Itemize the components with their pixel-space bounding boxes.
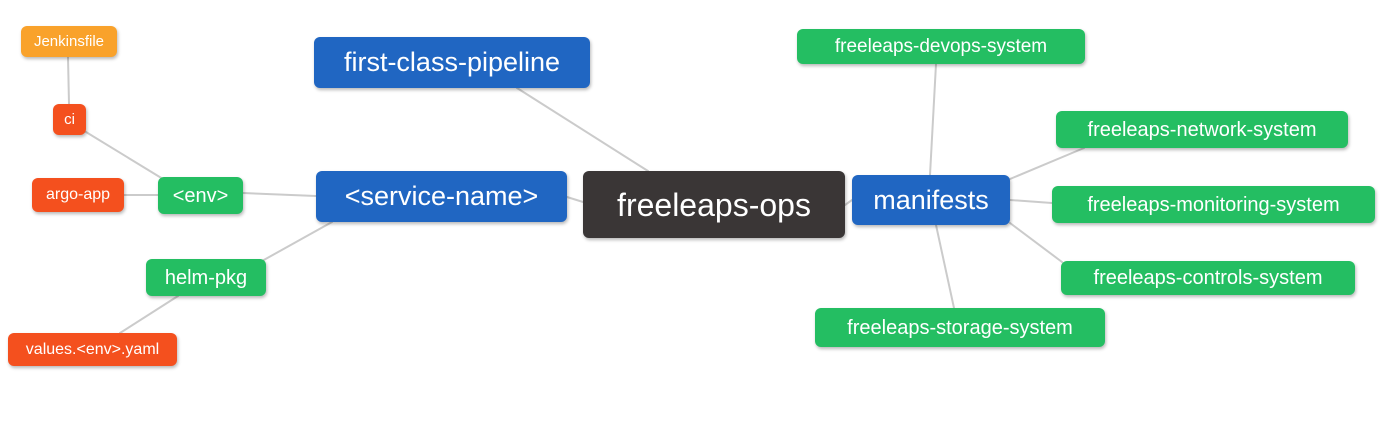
edge-jenkinsfile-ci bbox=[67, 56, 70, 105]
edge-manifests-monitoring bbox=[1009, 199, 1053, 204]
node-freeleaps-ops[interactable]: freeleaps-ops bbox=[583, 171, 845, 238]
edge-manifests-network bbox=[1009, 147, 1085, 180]
node-freeleaps-storage-system[interactable]: freeleaps-storage-system bbox=[815, 308, 1105, 347]
edge-service-name-ops bbox=[566, 196, 584, 203]
edge-fcp-freeleaps-ops bbox=[516, 87, 649, 172]
node-ci[interactable]: ci bbox=[53, 104, 86, 135]
node-env[interactable]: <env> bbox=[158, 177, 243, 214]
edge-ci-env bbox=[85, 131, 164, 180]
edge-env-service-name bbox=[242, 192, 317, 197]
edge-ops-manifests bbox=[844, 199, 853, 206]
node-values-env-yaml[interactable]: values.<env>.yaml bbox=[8, 333, 177, 366]
edge-manifests-storage bbox=[935, 224, 955, 309]
node-argo-app[interactable]: argo-app bbox=[32, 178, 124, 212]
edge-service-name-helm-pkg bbox=[261, 221, 333, 262]
node-freeleaps-controls-system[interactable]: freeleaps-controls-system bbox=[1061, 261, 1355, 295]
node-first-class-pipeline[interactable]: first-class-pipeline bbox=[314, 37, 590, 88]
node-manifests[interactable]: manifests bbox=[852, 175, 1010, 225]
edge-manifests-controls bbox=[1009, 222, 1063, 263]
node-jenkinsfile[interactable]: Jenkinsfile bbox=[21, 26, 117, 57]
node-freeleaps-devops-system[interactable]: freeleaps-devops-system bbox=[797, 29, 1085, 64]
node-freeleaps-monitoring-system[interactable]: freeleaps-monitoring-system bbox=[1052, 186, 1375, 223]
edge-helm-pkg-values bbox=[119, 295, 179, 334]
edge-manifests-devops bbox=[929, 63, 937, 176]
node-service-name[interactable]: <service-name> bbox=[316, 171, 567, 222]
node-freeleaps-network-system[interactable]: freeleaps-network-system bbox=[1056, 111, 1348, 148]
node-helm-pkg[interactable]: helm-pkg bbox=[146, 259, 266, 296]
